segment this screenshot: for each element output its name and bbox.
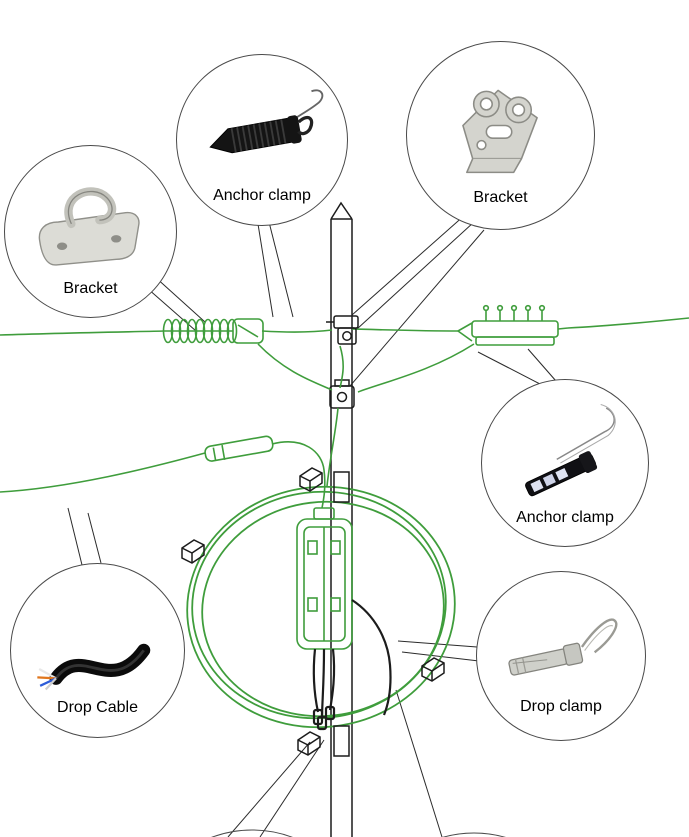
- callout-drop-cable: Drop Cable: [10, 563, 185, 738]
- bracket-image: [38, 186, 140, 266]
- tension-clamp-drawing-right: [457, 304, 569, 346]
- pole-bracket-drawing-top: [326, 315, 359, 345]
- callout-label: Drop Cable: [57, 698, 138, 716]
- drop-clamp-drawing-left: [204, 435, 274, 462]
- callout-drop-clamp: Drop clamp: [476, 571, 646, 741]
- pole-bracket-drawing-mid: [329, 379, 355, 409]
- pole-sleeves: [333, 471, 350, 757]
- callout-bracket-top-right: Bracket: [406, 41, 595, 230]
- spring-anchor-clamp-drawing: [162, 318, 264, 344]
- drop-clamp-image: [508, 618, 618, 676]
- bracket-image: [461, 89, 538, 173]
- leader-lines: [67, 213, 557, 837]
- callout-anchor-clamp-right: Anchor clamp: [481, 379, 649, 547]
- cable-storage-coil: [186, 485, 456, 729]
- drop-cable-routing: [0, 343, 475, 509]
- closure-drop-cables: [312, 599, 392, 731]
- callout-anchor-clamp-top: Anchor clamp: [176, 54, 348, 226]
- messenger-wire: [0, 317, 689, 336]
- callout-bracket-left: Bracket: [4, 145, 177, 318]
- callout-label: Anchor clamp: [516, 509, 614, 526]
- callout-label: Anchor clamp: [213, 187, 311, 204]
- callout-label: Bracket: [473, 188, 528, 206]
- anchor-clamp-image: [209, 89, 324, 154]
- callout-label: Drop clamp: [520, 698, 602, 715]
- cutoff-callout-arcs: [211, 829, 506, 837]
- splice-closure-drawing: [296, 507, 353, 650]
- callout-label: Bracket: [63, 279, 118, 297]
- anchor-clamp-image: [525, 403, 616, 497]
- drop-cable-image: [36, 643, 150, 690]
